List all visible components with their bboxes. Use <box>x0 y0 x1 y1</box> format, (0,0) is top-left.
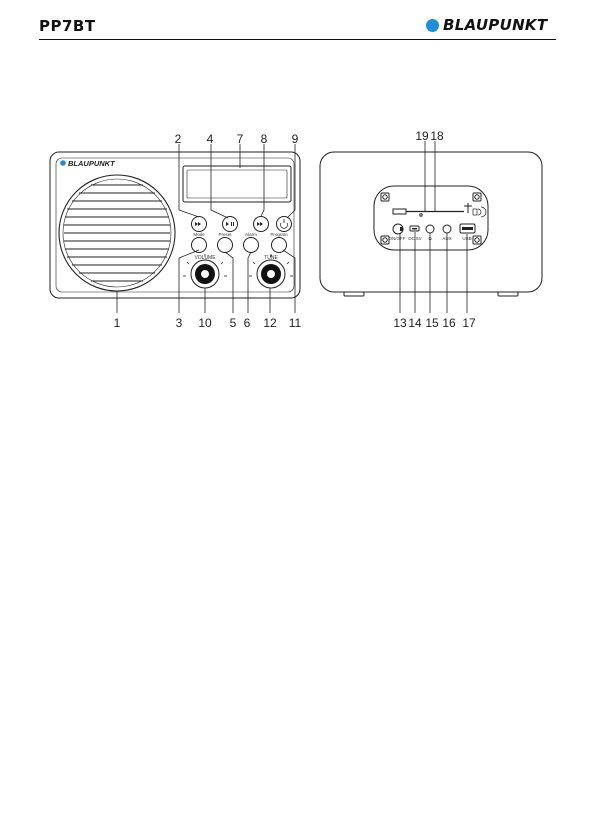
alarm-label: Alarm <box>245 232 257 237</box>
play-pause-button <box>223 217 238 232</box>
product-diagram: BLAUPUNKT Mode Preset Alarm Program VOLU… <box>0 120 595 340</box>
alarm-button <box>244 238 259 253</box>
header-divider <box>39 39 556 40</box>
callout-13: 13 <box>393 316 407 330</box>
callout-19: 19 <box>415 129 429 143</box>
callout-14: 14 <box>408 316 422 330</box>
back-view <box>320 152 542 296</box>
front-brand-label: BLAUPUNKT <box>68 159 116 168</box>
volume-label: VOLUME <box>194 255 216 261</box>
next-icon <box>257 222 263 226</box>
back-foot-right <box>498 292 518 296</box>
callout-12: 12 <box>263 316 277 330</box>
screw-bottom-right <box>473 236 481 244</box>
callout-5: 5 <box>230 316 237 330</box>
on-off-label: ON/OFF <box>389 236 406 241</box>
callout-15: 15 <box>425 316 439 330</box>
play-pause-icon <box>226 222 234 226</box>
callout-4: 4 <box>207 132 214 146</box>
prev-icon <box>195 222 201 226</box>
screw-top-left <box>381 193 389 201</box>
headphone-jack <box>426 225 434 233</box>
brand-wordmark: BLAUPUNKT <box>443 16 547 34</box>
front-brand-dot-icon <box>60 160 66 166</box>
callout-lines <box>117 141 467 313</box>
callout-16: 16 <box>442 316 456 330</box>
brand-dot-icon <box>426 19 439 32</box>
callout-11: 11 <box>289 316 302 330</box>
back-body <box>320 152 542 292</box>
antenna <box>393 203 472 214</box>
callout-6: 6 <box>244 316 251 330</box>
aux-jack <box>443 225 451 233</box>
preset-label: Preset <box>218 232 232 237</box>
callout-18: 18 <box>430 129 444 143</box>
mode-label: Mode <box>193 232 205 237</box>
power-icon <box>281 219 288 228</box>
tune-label: TUNE <box>264 255 278 261</box>
speaker-small-icon <box>473 209 477 215</box>
program-label: Program <box>270 232 288 237</box>
callout-1: 1 <box>114 316 121 330</box>
display-window <box>183 166 291 202</box>
back-foot-left <box>344 292 364 296</box>
callout-7: 7 <box>237 132 244 146</box>
speaker-grille <box>59 175 175 291</box>
model-name: PP7BT <box>39 17 96 35</box>
power-button <box>277 217 292 232</box>
screw-top-right <box>473 193 481 201</box>
speaker-wave-icon <box>478 207 486 217</box>
program-button <box>272 238 287 253</box>
preset-button <box>218 238 233 253</box>
antenna-pivot <box>420 214 422 216</box>
callout-9: 9 <box>292 132 299 146</box>
callout-8: 8 <box>261 132 268 146</box>
callout-17: 17 <box>462 316 476 330</box>
brand-logo: BLAUPUNKT <box>426 16 547 34</box>
display-inner <box>187 170 287 198</box>
callout-10: 10 <box>198 316 212 330</box>
callout-2: 2 <box>175 132 182 146</box>
callout-3: 3 <box>176 316 183 330</box>
